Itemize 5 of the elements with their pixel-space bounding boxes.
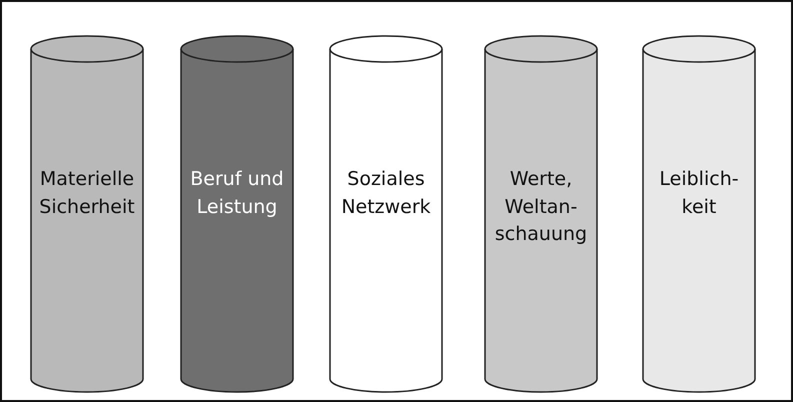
pillar-label: Beruf und Leistung	[189, 167, 285, 220]
pillar-label: Leiblich- keit	[658, 167, 740, 220]
pillar-label: Soziales Netzwerk	[340, 167, 432, 220]
pillar-label: Materielle Sicherheit	[38, 167, 136, 220]
pillar-label: Werte, Weltan- schauung	[494, 167, 588, 248]
